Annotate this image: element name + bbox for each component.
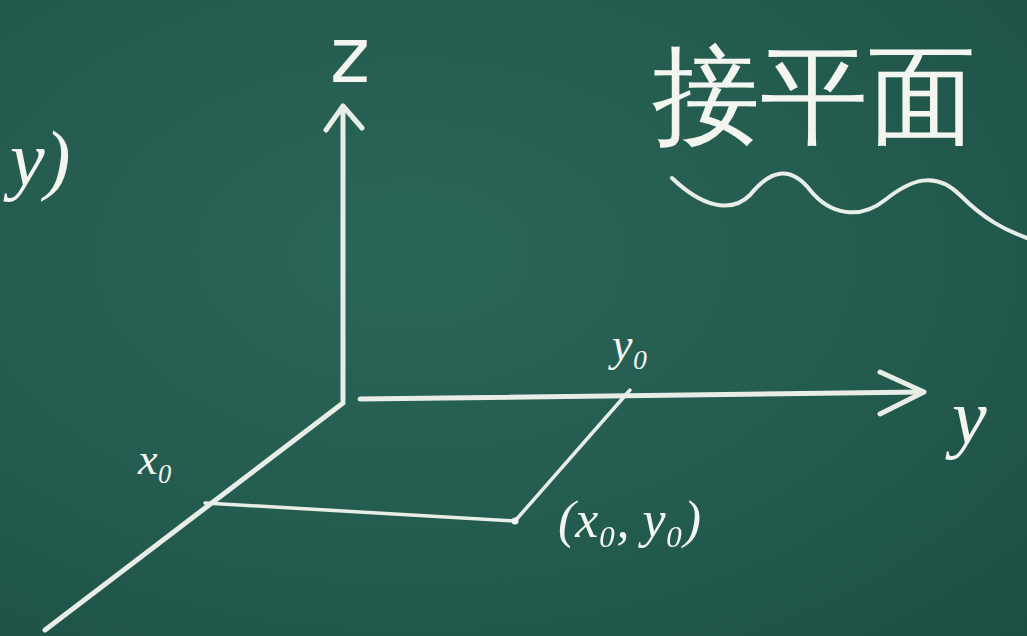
y-axis: [360, 392, 922, 399]
title-note: 接平面: [652, 42, 976, 150]
z-arrowhead: [326, 106, 362, 130]
point-dot: [512, 518, 519, 525]
point-label: (x₀, y₀): [558, 494, 701, 546]
wavy-underline: [672, 174, 1027, 238]
guide-line-x0: [205, 503, 515, 521]
y-arrowhead: [880, 372, 924, 414]
x-axis: [45, 403, 343, 630]
coordinate-label: y₀: [612, 322, 648, 368]
z-axis: [341, 108, 346, 400]
coordinate-label: x₀: [138, 438, 173, 482]
axis-label: y: [952, 378, 987, 456]
axis-label: z: [330, 18, 370, 94]
function-fragment: y): [10, 120, 71, 198]
